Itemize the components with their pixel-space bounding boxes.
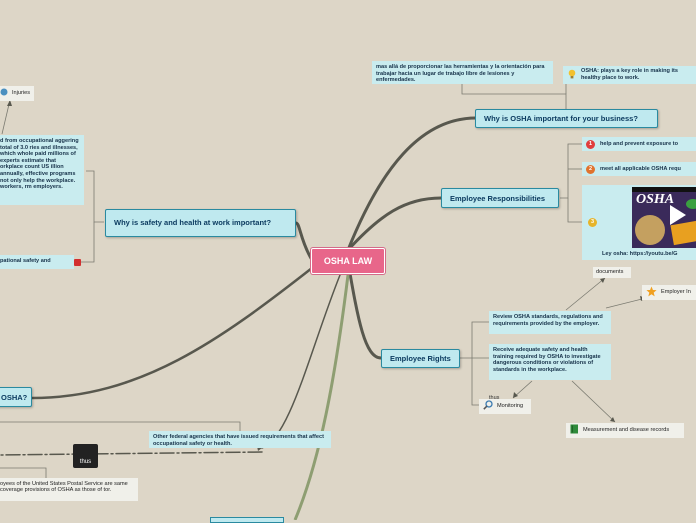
magnifier-icon [483, 400, 493, 412]
subtopic-employer-info[interactable]: Employer In [642, 285, 696, 300]
line-green-branch [295, 275, 348, 520]
subtopic-measurement-label: Measurement and disease records [583, 427, 669, 433]
subtopic-review-standards[interactable]: Review OSHA standards, regulations and r… [489, 311, 611, 334]
subtopic-receive-training[interactable]: Receive adequate safety and health train… [489, 344, 611, 380]
play-icon [670, 205, 686, 225]
subtopic-spanish-text[interactable]: mas allá de proporcionar las herramienta… [372, 61, 553, 84]
number-three-badge: 3 [588, 218, 597, 227]
subtopic-injuries[interactable]: Injuries [0, 86, 34, 101]
topic-why-important[interactable]: Why is OSHA important for your business? [475, 109, 658, 128]
subtopic-documents-label: documents [596, 269, 623, 275]
subtopic-documents[interactable]: documents [593, 267, 631, 278]
line-federal-dashed [0, 452, 262, 455]
subtopic-prevent-exposure-label: help and prevent exposure to [600, 141, 678, 148]
line-to-why-safety [296, 223, 312, 260]
topic-responsibilities-label: Employee Responsibilities [450, 194, 545, 203]
topic-osha-left-label: OSHA? [1, 393, 27, 402]
subtopic-meet-requirements[interactable]: 2 meet all applicable OSHA requ [582, 162, 696, 176]
subtopic-employer-label: Employer In [661, 289, 691, 295]
thus-label-box: thus [73, 444, 98, 468]
line-to-federal [262, 275, 340, 448]
subtopic-occupational-paragraph-label: d from occupational aggering total of 3.… [0, 138, 79, 190]
injury-icon [0, 88, 8, 98]
subtopic-occupational-paragraph[interactable]: d from occupational aggering total of 3.… [0, 135, 84, 205]
pdf-icon[interactable] [74, 259, 81, 266]
subtopic-injuries-label: Injuries [12, 90, 30, 96]
subtopic-receive-label: Receive adequate safety and health train… [493, 347, 601, 373]
subtopic-review-label: Review OSHA standards, regulations and r… [493, 314, 603, 327]
line-to-osha-left [32, 268, 312, 398]
topic-osha-left[interactable]: OSHA? [0, 387, 32, 407]
subtopic-key-role[interactable]: OSHA: plays a key role in making its hea… [563, 66, 696, 84]
subtopic-monitoring-label: Monitoring [497, 403, 523, 409]
subtopic-prevent-exposure[interactable]: 1 help and prevent exposure to [582, 137, 696, 151]
subtopic-spanish-label: mas allá de proporcionar las herramienta… [376, 64, 545, 83]
central-label: OSHA LAW [324, 256, 372, 266]
video-caption: Ley osha: https://youtu.be/G [602, 251, 678, 258]
subtopic-occupational-safety-label: pational safety and [0, 258, 51, 264]
subtopic-other-federal-agencies[interactable]: Other federal agencies that have issued … [149, 431, 331, 448]
subtopic-postal-label: oyees of the United States Postal Servic… [0, 481, 128, 493]
topic-why-safety-label: Why is safety and health at work importa… [114, 219, 271, 228]
topic-rights-label: Employee Rights [390, 354, 451, 363]
star-icon [646, 286, 657, 299]
subtopic-postal-service[interactable]: oyees of the United States Postal Servic… [0, 478, 138, 501]
topic-why-important-label: Why is OSHA important for your business? [484, 114, 638, 123]
video-osha-logo: OSHA [636, 197, 674, 204]
topic-employee-responsibilities[interactable]: Employee Responsibilities [441, 188, 559, 208]
subtopic-monitoring[interactable]: Monitoring [479, 399, 531, 414]
line-to-responsibilities [348, 198, 441, 250]
book-icon [570, 424, 579, 436]
subtopic-measurement-records[interactable]: Measurement and disease records [566, 423, 684, 438]
central-topic[interactable]: OSHA LAW [311, 248, 385, 274]
subtopic-occupational-safety[interactable]: pational safety and [0, 255, 74, 269]
number-one-badge: 1 [586, 140, 595, 149]
subtopic-key-role-label: OSHA: plays a key role in making its hea… [581, 68, 696, 81]
thus-label: thus [80, 459, 91, 465]
topic-why-safety[interactable]: Why is safety and health at work importa… [105, 209, 296, 237]
lightbulb-icon [567, 69, 577, 82]
topic-employee-rights[interactable]: Employee Rights [381, 349, 460, 368]
bottom-partial-node[interactable] [210, 517, 284, 523]
video-thumbnail[interactable]: OSHA [632, 187, 696, 248]
number-two-badge: 2 [586, 165, 595, 174]
line-to-rights [348, 262, 381, 358]
subtopic-ley-osha-video[interactable]: 3 OSHA Ley osha: https://youtu.be/G [582, 185, 696, 260]
subtopic-federal-label: Other federal agencies that have issued … [153, 434, 324, 447]
subtopic-meet-requirements-label: meet all applicable OSHA requ [600, 166, 681, 173]
